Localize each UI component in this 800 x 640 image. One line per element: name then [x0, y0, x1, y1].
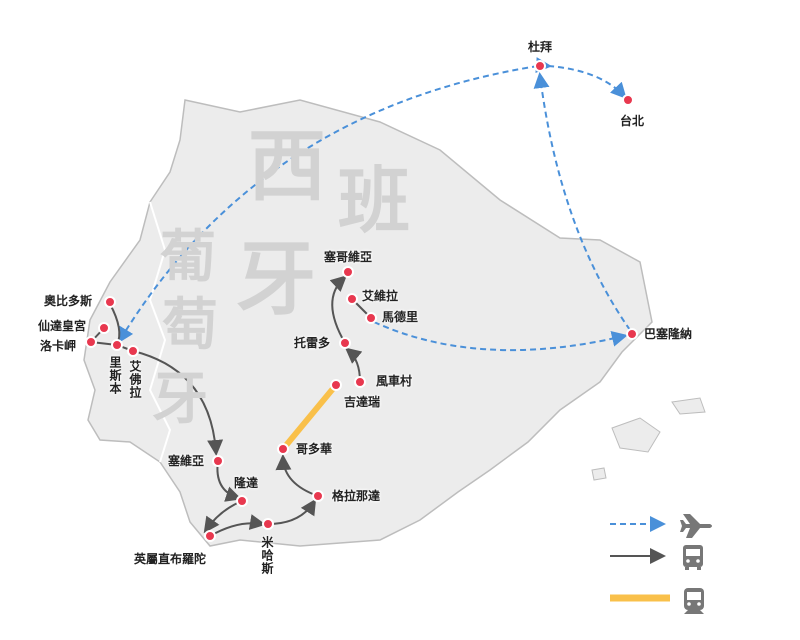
airplane-icon [680, 514, 712, 538]
city-label-lisbon: 里斯本 [108, 356, 122, 395]
city-label-avila: 艾維拉 [362, 289, 399, 303]
watermark-spain: 班 [338, 159, 411, 243]
city-label-mijas: 米哈斯 [260, 536, 274, 575]
city-label-ronda: 隆達 [234, 476, 259, 490]
city-label-madrid: 馬德里 [382, 310, 419, 324]
train-cordoba-consuegra [280, 383, 339, 451]
city-label-obidos: 奧比多斯 [44, 294, 93, 308]
city-marker-dubai [534, 60, 546, 72]
city-marker-consuegra [330, 379, 342, 391]
bus-toledo-segovia [329, 275, 347, 344]
city-label-evora: 艾佛拉 [128, 360, 142, 399]
city-marker-ronda [236, 495, 248, 507]
flight-routes [117, 57, 631, 352]
city-marker-segovia [342, 266, 354, 278]
city-label-barcelona: 巴塞隆納 [644, 327, 693, 341]
bus-evora-seville [132, 350, 224, 456]
city-label-taipei: 台北 [620, 114, 645, 128]
city-label-sintra: 仙達皇宮 [38, 319, 87, 333]
watermark-spain: 西 [248, 122, 327, 212]
city-label-windmills: 風車村 [376, 374, 413, 388]
balearic-island [671, 397, 706, 415]
flight-barcelona-dubai [533, 72, 631, 331]
legend [610, 514, 712, 614]
city-marker-seville [212, 455, 224, 467]
watermark-spain: 牙 [236, 233, 316, 326]
city-markers [85, 60, 638, 542]
flight-dubai-lisbon [117, 65, 539, 344]
watermark-portugal: 萄 [162, 293, 218, 358]
city-marker-cordoba [277, 443, 289, 455]
balearic-island [591, 467, 607, 481]
city-label-granada: 格拉那達 [332, 489, 381, 503]
city-marker-toledo [339, 337, 351, 349]
city-marker-cabo-da-roca [85, 336, 97, 348]
city-label-cordoba: 哥多華 [296, 442, 333, 456]
train-icon [684, 588, 704, 614]
city-label-segovia: 塞哥維亞 [324, 250, 373, 264]
city-marker-obidos [104, 296, 116, 308]
city-marker-mijas [262, 518, 274, 530]
city-marker-gibraltar [204, 530, 216, 542]
city-marker-barcelona [626, 328, 638, 340]
city-label-toledo: 托雷多 [294, 336, 331, 350]
city-label-cabo-da-roca: 洛卡岬 [40, 339, 77, 353]
city-label-consuegra: 吉達瑞 [344, 395, 381, 409]
city-marker-windmills [354, 376, 366, 388]
city-marker-granada [312, 490, 324, 502]
city-marker-madrid [365, 312, 377, 324]
city-marker-evora [127, 345, 139, 357]
balearic-island [611, 417, 661, 453]
bus-icon [683, 545, 703, 570]
flight-dubai-taipei [535, 57, 627, 99]
city-label-gibraltar: 英屬直布羅陀 [134, 552, 207, 566]
city-label-dubai: 杜拜 [528, 40, 553, 54]
city-marker-taipei [622, 94, 634, 106]
city-label-seville: 塞維亞 [168, 454, 205, 468]
city-marker-avila [346, 293, 358, 305]
city-marker-sintra [98, 322, 110, 334]
watermark-portugal: 葡 [160, 225, 216, 290]
city-marker-lisbon [111, 339, 123, 351]
watermark-portugal: 牙 [152, 367, 208, 432]
portugal-border [148, 201, 172, 463]
